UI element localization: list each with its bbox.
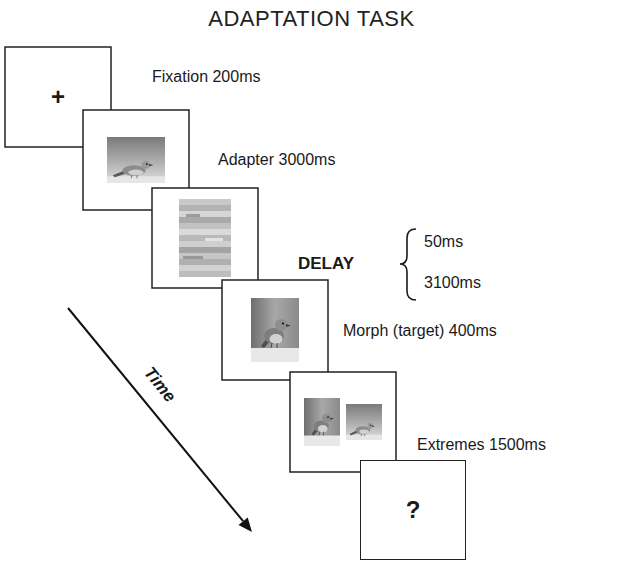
duration-label: 50ms (424, 233, 463, 251)
extreme-image (304, 398, 340, 446)
morph-image (251, 298, 299, 362)
noise-mask (179, 199, 231, 277)
label-text: 50ms (424, 233, 463, 250)
diagram-title: ADAPTATION TASK (0, 6, 623, 32)
step-label: Extremes 1500ms (417, 436, 546, 454)
label-text: Adapter 3000ms (218, 151, 335, 168)
screen-frame (290, 372, 396, 472)
screen-frame (222, 280, 328, 380)
axis-label: Time (140, 364, 180, 407)
label-text: Extremes 1500ms (417, 436, 546, 453)
screen-frame (152, 188, 258, 288)
delay-label: DELAY (298, 254, 354, 274)
screen-symbol: ? (406, 498, 421, 522)
time-arrow (68, 308, 243, 521)
step-label: Morph (target) 400ms (343, 322, 497, 340)
extreme-image (346, 404, 382, 440)
step-label: Adapter 3000ms (218, 151, 335, 169)
fixation-screen: + (5, 47, 111, 147)
delay-bracket (400, 229, 416, 300)
time-arrowhead (239, 517, 253, 532)
step-label: Fixation 200ms (152, 68, 261, 86)
screen-symbol: + (51, 85, 65, 109)
label-text: 3100ms (424, 274, 481, 291)
label-text: Fixation 200ms (152, 68, 261, 85)
label-text: Morph (target) 400ms (343, 322, 497, 339)
label-text: DELAY (298, 254, 354, 273)
response-screen: ? (360, 460, 466, 560)
adapter-image (107, 137, 165, 183)
duration-label: 3100ms (424, 274, 481, 292)
label-text: Time (140, 364, 180, 407)
